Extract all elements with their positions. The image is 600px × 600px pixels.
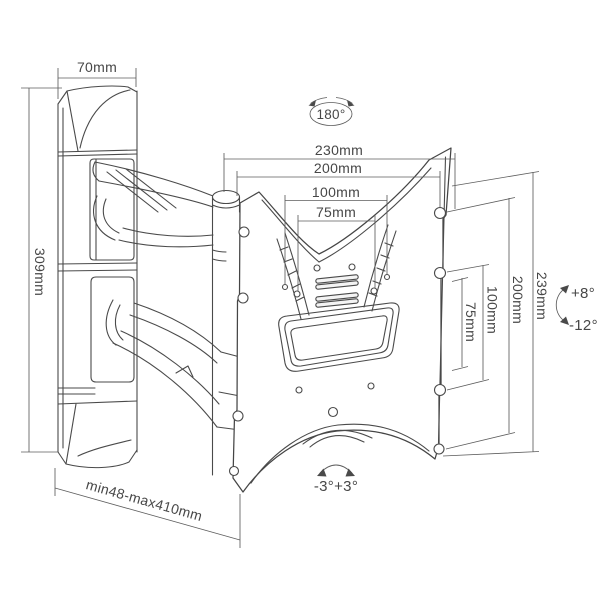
dim-75mm-right: 75mm (451, 277, 479, 371)
dim-100mm-top-label: 100mm (312, 184, 360, 200)
dim-100mm-right-label: 100mm (485, 286, 501, 334)
dim-200mm-right-label: 200mm (510, 276, 526, 324)
level-rotation-label: -3°+3° (314, 478, 358, 495)
swivel-right-arrow-icon (347, 100, 355, 107)
dim-100mm-top: 100mm (284, 184, 388, 285)
dim-extension-label: min48-max410mm (84, 476, 204, 524)
dim-100mm-right: 100mm (446, 264, 501, 391)
dim-70mm-label: 70mm (77, 59, 117, 75)
wall-bracket-column (57, 85, 138, 469)
swivel-label: 180° (316, 107, 345, 122)
adapter-small-holes (281, 263, 391, 394)
adapter-bracket (276, 224, 400, 448)
swivel-left-arrow-icon (308, 100, 316, 107)
dim-70mm: 70mm (57, 59, 137, 99)
dim-239mm-label: 239mm (534, 272, 550, 320)
swivel-annotation: 180° (308, 97, 355, 126)
dim-200mm-right: 200mm (445, 197, 526, 450)
dim-75mm-top-label: 75mm (316, 204, 356, 220)
level-right-arrow-icon (345, 468, 355, 477)
handle-cutout (278, 302, 400, 372)
tilt-up-label: +8° (571, 285, 595, 302)
tilt-annotation: +8° -12° (555, 285, 598, 334)
level-rotation-annotation: -3°+3° (314, 464, 358, 495)
pivot-top-cap (211, 189, 241, 205)
dim-230mm: 230mm (223, 142, 456, 209)
dim-309mm-label: 309mm (32, 248, 48, 296)
swivel-ellipse (309, 102, 353, 126)
dim-75mm-right-label: 75mm (463, 302, 479, 342)
upper-articulating-arm (92, 161, 214, 248)
tilt-down-arrow-icon (560, 316, 569, 325)
dim-230mm-label: 230mm (315, 142, 363, 158)
adapter-ribs (315, 274, 359, 308)
dim-extension-range: min48-max410mm (54, 468, 241, 548)
vesa-plate (228, 147, 452, 493)
level-left-arrow-icon (317, 468, 327, 477)
lower-articulating-arm (105, 299, 241, 431)
tilt-up-arrow-icon (560, 285, 569, 294)
dim-200mm-top-label: 200mm (314, 160, 362, 176)
dim-75mm-top: 75mm (297, 204, 376, 291)
dim-239mm-right: 239mm (442, 171, 550, 457)
dim-200mm-top: 200mm (236, 160, 441, 207)
plate-mounting-holes (228, 206, 447, 477)
pivot-column (211, 189, 241, 476)
dim-309mm: 309mm (21, 87, 62, 453)
tilt-down-label: -12° (569, 317, 598, 334)
